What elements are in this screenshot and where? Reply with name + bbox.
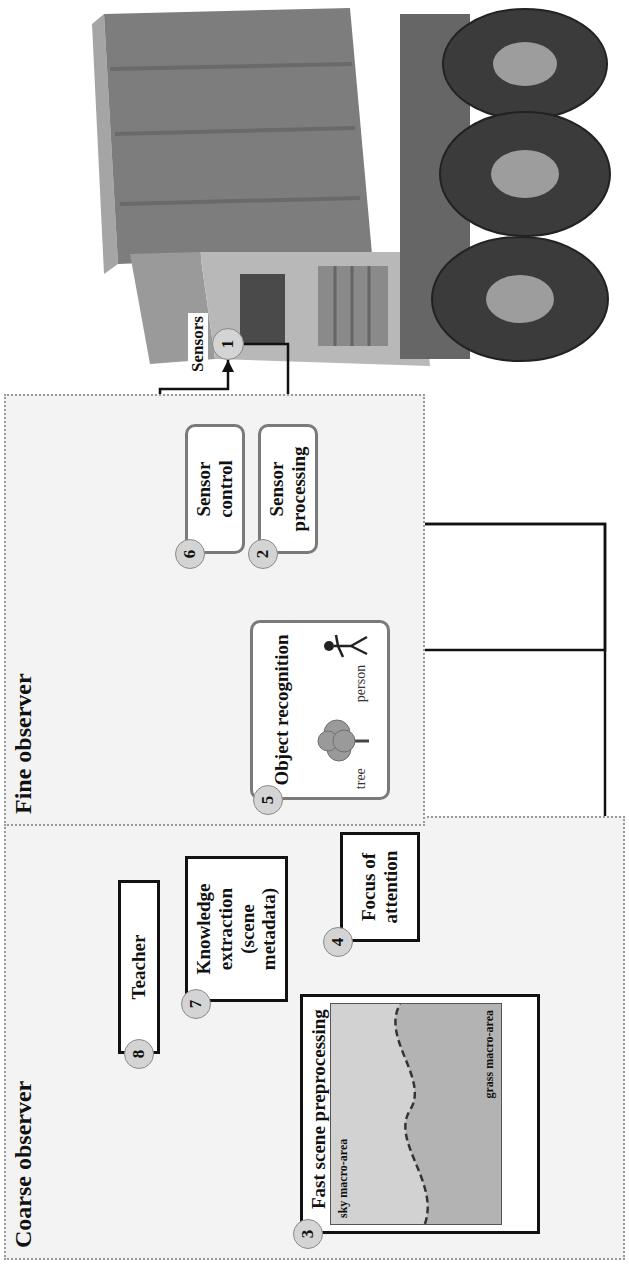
callout-number: 7 xyxy=(181,989,211,1019)
scene-inset: sky macro-area grass macro-area xyxy=(330,1003,502,1225)
callout-number: 1 xyxy=(212,328,244,360)
process-box: Teacher xyxy=(118,880,160,1054)
box-label: Knowledge extraction (scene metadata) xyxy=(193,865,280,993)
observer-region: Sensor control Sensor processingObject re… xyxy=(4,394,425,826)
object-item: tree xyxy=(317,718,369,789)
observer-region: Teacher Knowledge extraction (scene metad… xyxy=(4,816,625,1260)
box-label: Teacher xyxy=(128,935,150,1000)
region-heading: Fine observer xyxy=(6,663,41,824)
sensor-node: Sensors1 xyxy=(188,304,248,384)
region-heading: Coarse observer xyxy=(6,1071,41,1258)
area-label: sky macro-area xyxy=(336,1139,350,1218)
callout-number: 4 xyxy=(323,927,353,957)
person-icon xyxy=(323,631,369,661)
callout-number: 5 xyxy=(253,785,283,815)
box-label: Fast scene preprocessing xyxy=(308,1009,330,1209)
area-label: grass macro-area xyxy=(482,1010,496,1099)
object-label: tree xyxy=(353,768,369,789)
sensor-label: Sensors xyxy=(188,313,208,375)
icon-row: tree person xyxy=(317,631,369,789)
process-box: Object recognition tree person xyxy=(250,620,390,800)
tree-icon xyxy=(317,718,369,764)
object-item: person xyxy=(323,631,369,702)
process-box: Sensor control xyxy=(185,424,245,554)
process-box: Knowledge extraction (scene metadata) xyxy=(185,856,288,1002)
callout-number: 6 xyxy=(175,539,205,569)
box-label: Focus of attention xyxy=(358,841,402,933)
box-label: Sensor control xyxy=(193,433,237,545)
box-label: Sensor processing xyxy=(266,433,310,545)
process-box: Focus of attention xyxy=(340,832,420,942)
process-box: Sensor processing xyxy=(258,424,318,554)
callout-number: 2 xyxy=(248,539,278,569)
callout-number: 3 xyxy=(293,1219,323,1249)
process-box: sky macro-area grass macro-area Fast scene… xyxy=(300,994,540,1234)
scene-thumbnail xyxy=(331,1004,501,1224)
box-label: Object recognition xyxy=(271,634,293,785)
object-label: person xyxy=(353,665,369,702)
callout-number: 8 xyxy=(124,1039,154,1069)
